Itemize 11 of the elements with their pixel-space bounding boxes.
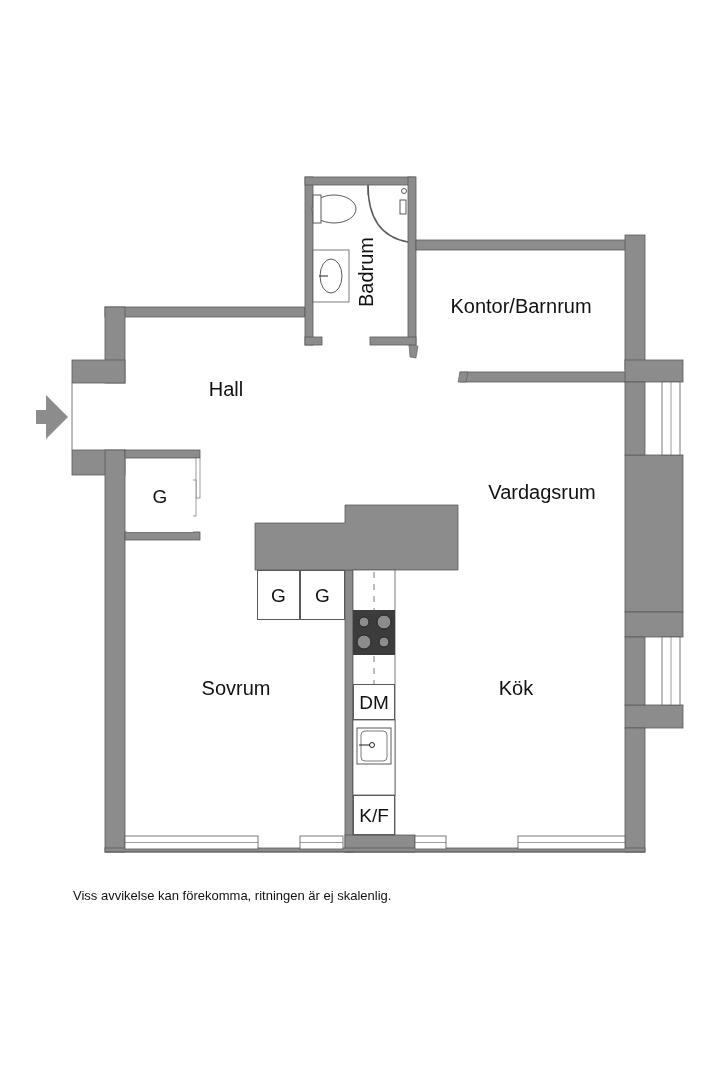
cabinet-box: G [257,570,300,620]
room-label: Sovrum [201,678,271,698]
room-label: Kontor/Barnrum [450,296,592,316]
cabinet-box: G [300,570,345,620]
disclaimer-note: Viss avvikelse kan förekomma, ritningen är ej skalenlig. [73,887,392,905]
room-label: Badrum [356,237,376,307]
cabinet-box: DM [353,684,395,720]
room-label: Hall [208,379,244,399]
room-label: Kök [498,678,534,698]
cabinet-box: K/F [353,795,395,835]
room-label: Vardagsrum [488,482,596,502]
